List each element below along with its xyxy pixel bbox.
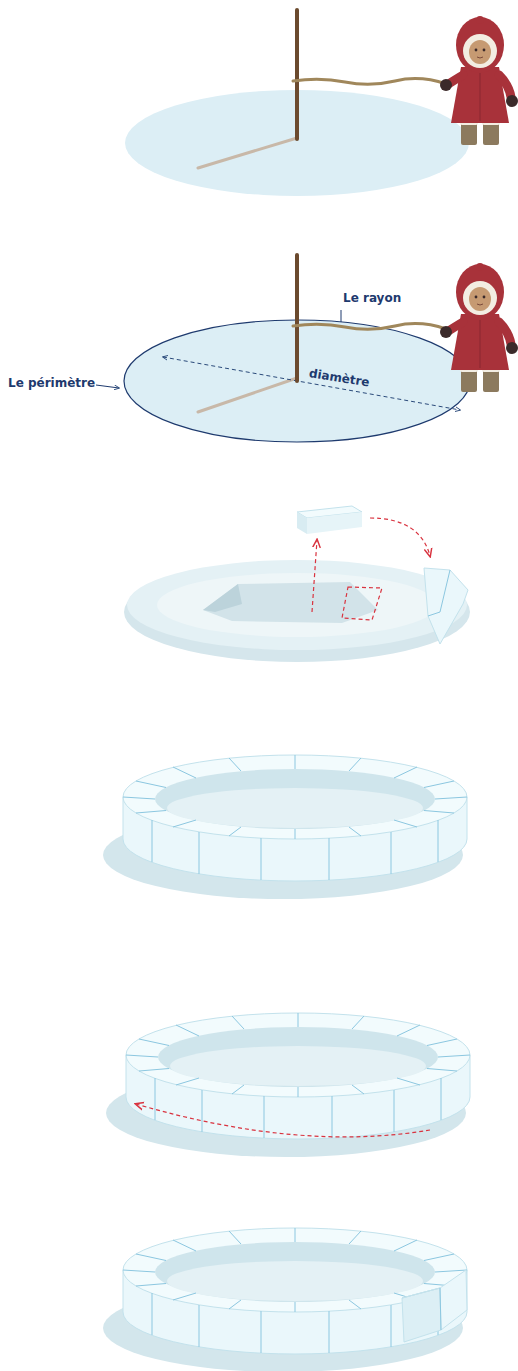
annotation-label: Le périmètre	[8, 376, 95, 390]
panel-three	[124, 506, 470, 662]
spiral-cut	[402, 1270, 467, 1342]
annotation-label: Le rayon	[343, 291, 401, 305]
panel-one	[125, 10, 518, 196]
spiral-arrow	[136, 1104, 430, 1137]
snow-ring	[103, 755, 467, 899]
snow-ring	[103, 1228, 467, 1371]
annotation-label: diamètre	[308, 366, 371, 390]
snow-ring	[106, 1013, 470, 1157]
panel-two	[96, 255, 518, 442]
